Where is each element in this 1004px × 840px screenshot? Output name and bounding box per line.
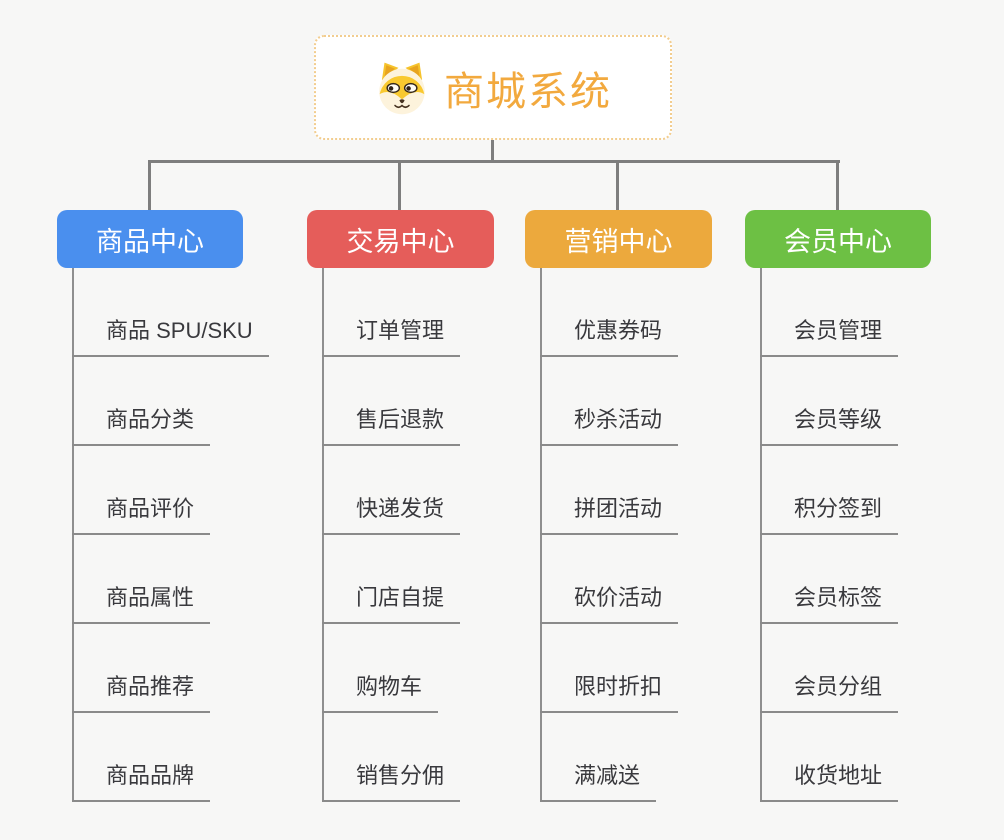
leaf-node[interactable]: 优惠券码	[540, 313, 679, 357]
branch-marketing-center[interactable]: 营销中心	[525, 210, 712, 268]
leaf-node[interactable]: 会员标签	[760, 580, 899, 624]
leaf-node[interactable]: 商品品牌	[72, 758, 211, 802]
leaf-node[interactable]: 商品推荐	[72, 669, 211, 713]
leaf-node[interactable]: 会员管理	[760, 313, 899, 357]
branch-trade-center[interactable]: 交易中心	[307, 210, 494, 268]
leaf-node[interactable]: 商品 SPU/SKU	[72, 313, 269, 357]
leaf-node[interactable]: 商品评价	[72, 491, 211, 535]
leaf-node[interactable]: 门店自提	[322, 580, 461, 624]
branch-member-center[interactable]: 会员中心	[745, 210, 931, 268]
spine-trade-center	[322, 268, 324, 802]
spine-marketing-center	[540, 268, 542, 802]
leaf-node[interactable]: 售后退款	[322, 402, 461, 446]
leaf-node[interactable]: 会员分组	[760, 669, 899, 713]
leaf-node[interactable]: 收货地址	[760, 758, 899, 802]
connector-drop-member	[836, 160, 839, 210]
leaf-node[interactable]: 限时折扣	[540, 669, 679, 713]
connector-root-vertical	[491, 140, 494, 161]
leaf-node[interactable]: 拼团活动	[540, 491, 679, 535]
connector-horizontal	[148, 160, 840, 163]
leaf-node[interactable]: 购物车	[322, 669, 439, 713]
leaf-node[interactable]: 销售分佣	[322, 758, 461, 802]
leaf-node[interactable]: 商品属性	[72, 580, 211, 624]
branch-product-center[interactable]: 商品中心	[57, 210, 243, 268]
spine-product-center	[72, 268, 74, 802]
leaf-node[interactable]: 快递发货	[322, 491, 461, 535]
leaf-node[interactable]: 积分签到	[760, 491, 899, 535]
root-node[interactable]: 商城系统	[314, 35, 672, 140]
dog-icon	[379, 62, 425, 114]
connector-drop-trade	[398, 160, 401, 210]
root-title: 商城系统	[444, 69, 612, 114]
leaf-node[interactable]: 秒杀活动	[540, 402, 679, 446]
connector-drop-marketing	[616, 160, 619, 210]
spine-member-center	[760, 268, 762, 802]
leaf-node[interactable]: 会员等级	[760, 402, 899, 446]
leaf-node[interactable]: 订单管理	[322, 313, 461, 357]
leaf-node[interactable]: 满减送	[540, 758, 657, 802]
leaf-node[interactable]: 砍价活动	[540, 580, 679, 624]
leaf-node[interactable]: 商品分类	[72, 402, 211, 446]
connector-drop-product	[148, 160, 151, 210]
